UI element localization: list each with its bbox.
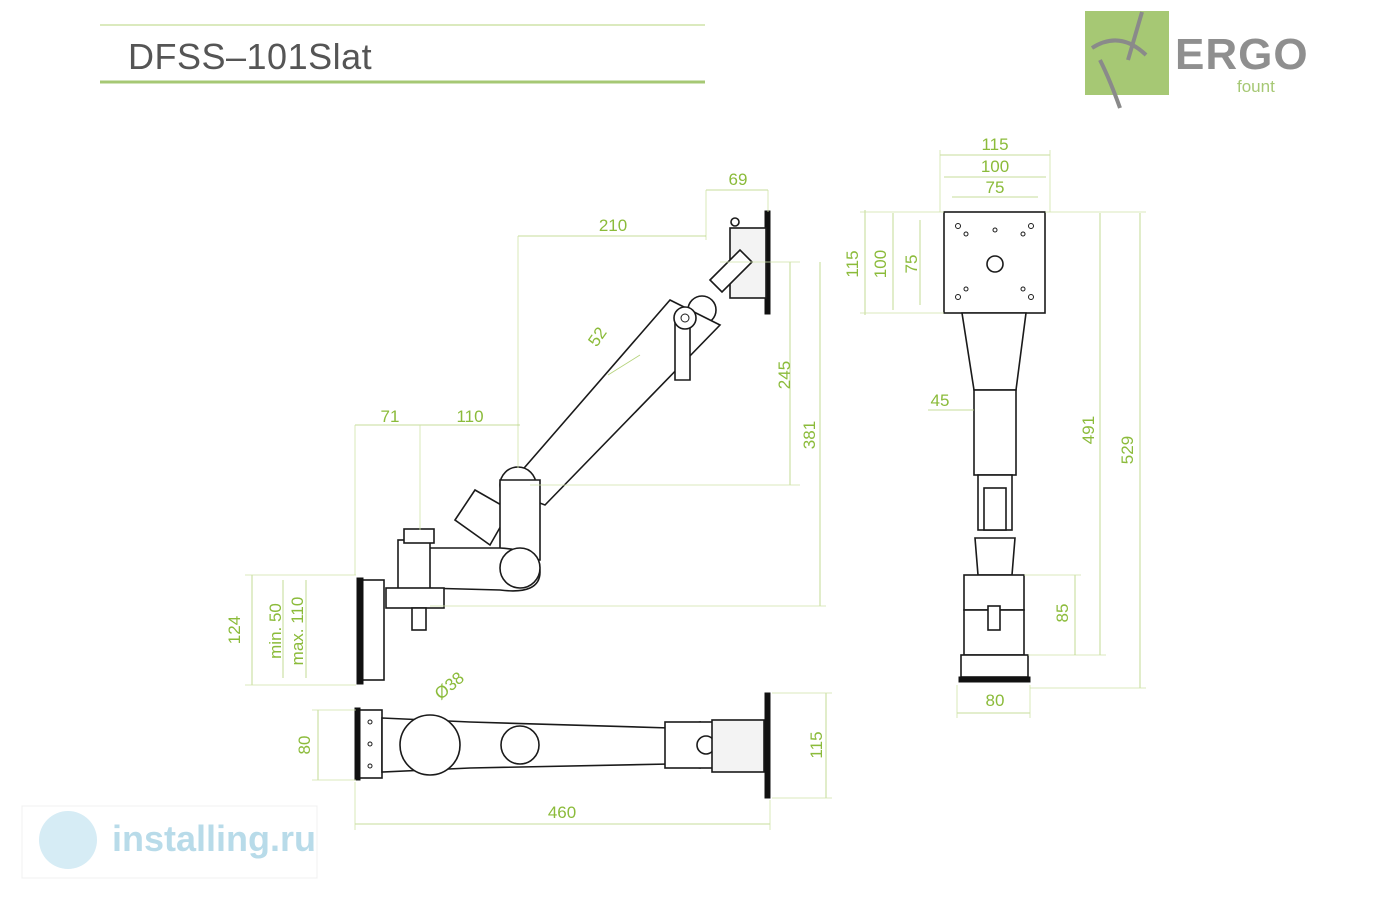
watermark-badge <box>21 805 318 879</box>
dim-80-top: 80 <box>295 736 314 755</box>
dim-max-110: max. 110 <box>288 597 307 666</box>
top-view-arm <box>354 692 771 799</box>
dim-height-100: 100 <box>871 250 890 278</box>
dim-381: 381 <box>800 421 819 449</box>
dim-height-115: 115 <box>843 250 862 277</box>
ergofount-logo-icon <box>1085 11 1169 109</box>
logo-wordmark: ERGO <box>1175 30 1309 79</box>
dim-71: 71 <box>381 407 400 426</box>
side-view-arm <box>356 210 771 685</box>
front-view-dimension-lines <box>860 150 1146 718</box>
dim-115-top: 115 <box>807 731 826 758</box>
dim-124: 124 <box>225 616 244 644</box>
dim-80-front: 80 <box>986 691 1005 710</box>
dim-110: 110 <box>456 407 483 426</box>
watermark-text: installing.ru <box>112 818 317 859</box>
logo-subtitle: fount <box>1237 77 1275 96</box>
page-title: DFSS–101Slat <box>128 36 373 77</box>
side-view-dimension-lines <box>245 189 826 686</box>
dim-diameter-38: Ø38 <box>431 668 468 703</box>
top-view-dimension-lines <box>312 692 832 830</box>
dim-height-75: 75 <box>902 255 921 274</box>
installing-logo-icon <box>39 811 97 869</box>
front-view-arm <box>943 211 1046 683</box>
dim-52: 52 <box>584 324 610 350</box>
dim-529: 529 <box>1118 436 1137 464</box>
dim-width-75: 75 <box>986 178 1005 197</box>
dim-45: 45 <box>931 391 950 410</box>
dim-85: 85 <box>1053 604 1072 623</box>
dim-491: 491 <box>1079 416 1098 444</box>
dim-width-115: 115 <box>981 135 1008 154</box>
dim-min-50: min. 50 <box>266 603 285 659</box>
dim-210: 210 <box>599 216 627 235</box>
dim-width-100: 100 <box>981 157 1009 176</box>
dim-69: 69 <box>729 170 748 189</box>
dim-460: 460 <box>548 803 576 822</box>
dim-245: 245 <box>775 361 794 389</box>
